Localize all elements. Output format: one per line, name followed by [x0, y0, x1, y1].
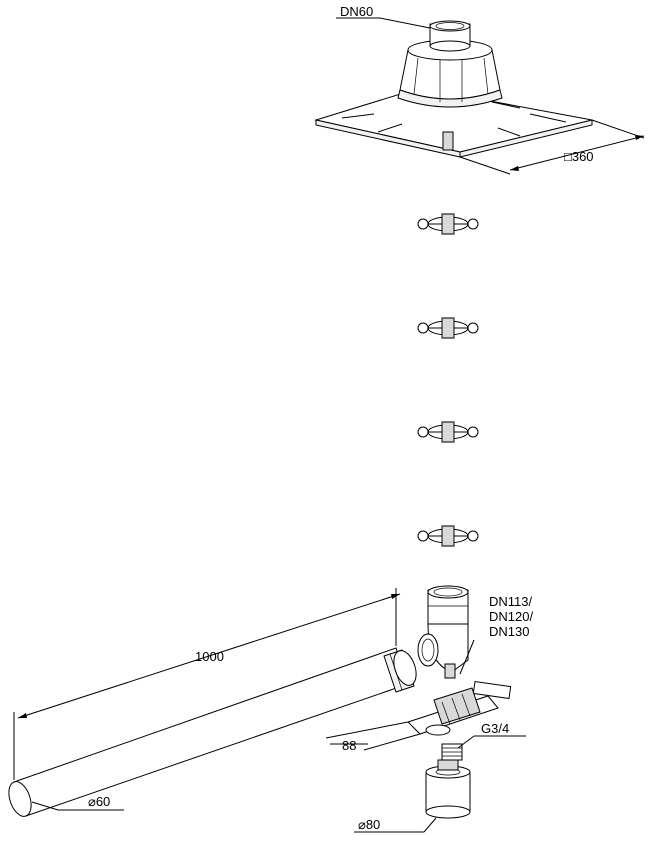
- pipe-1000: 1000 ⌀60: [8, 588, 417, 817]
- dn120-label: DN120/: [489, 609, 533, 624]
- length-1000-label: 1000: [195, 649, 224, 664]
- pipe-clamp-4: [417, 525, 479, 547]
- pipe-clamp-1: [417, 213, 479, 235]
- pipe-clamp-3: [417, 421, 479, 443]
- diameter-60-label: ⌀60: [88, 794, 110, 809]
- threaded-nipple: G3/4: [441, 721, 526, 761]
- thread-label: G3/4: [481, 721, 509, 736]
- outlet-size-callout: DN113/ DN120/ DN130: [459, 594, 533, 675]
- diameter-80-label: ⌀80: [358, 817, 380, 832]
- drain-bracket: 88: [325, 680, 512, 753]
- pipe-clamp-2: [417, 317, 479, 339]
- width-88-label: 88: [342, 738, 356, 753]
- dn130-label: DN130: [489, 624, 529, 639]
- size-360-label: □360: [564, 149, 594, 164]
- dn60-label: DN60: [340, 4, 373, 19]
- roof-plate-assembly: DN60 □360: [314, 4, 645, 175]
- base-cup: ⌀80: [354, 759, 471, 833]
- elbow-fitting: [417, 585, 469, 679]
- dn113-label: DN113/: [489, 594, 533, 609]
